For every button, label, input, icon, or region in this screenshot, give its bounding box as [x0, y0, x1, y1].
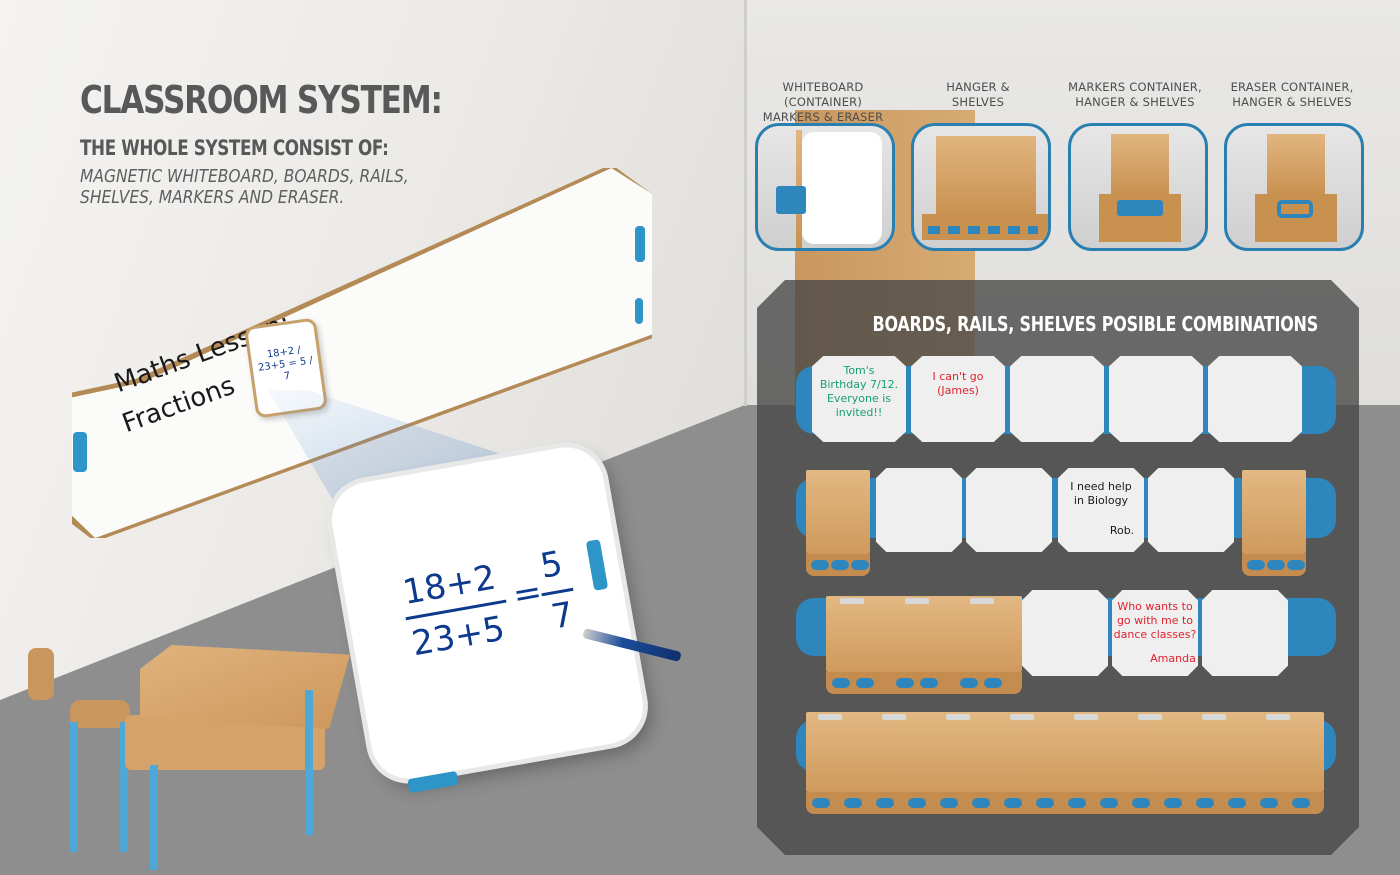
shelf-clip — [1202, 714, 1226, 720]
page-title: CLASSROOM SYSTEM: — [80, 78, 443, 122]
board — [966, 468, 1052, 552]
combinations-title: BOARDS, RAILS, SHELVES POSIBLE COMBINATI… — [872, 312, 1319, 336]
board — [1202, 590, 1288, 676]
result-denominator: 7 — [548, 594, 577, 638]
component-label: HANGER & SHELVES — [946, 80, 1010, 109]
thumb-hanger-shelves — [911, 123, 1051, 251]
shelf-slot — [1100, 798, 1118, 808]
board-clip-icon — [635, 226, 645, 262]
desk-leg — [305, 690, 313, 835]
shelf-slot — [1164, 798, 1182, 808]
mini-board-fraction: 18+2 / 23+5 = 5 / 7 — [257, 344, 314, 383]
shelf-slot — [812, 798, 830, 808]
component-label: MARKERS CONTAINER, HANGER & SHELVES — [1068, 80, 1202, 109]
shelf — [806, 470, 870, 554]
page-description: MAGNETIC WHITEBOARD, BOARDS, RAILS, SHEL… — [80, 166, 409, 208]
shelf-slot — [972, 798, 990, 808]
thumb-whiteboard-container — [755, 123, 895, 251]
handheld-whiteboard: 18+2 23+5 = 5 7 — [326, 441, 649, 785]
thumb-eraser-container — [1224, 123, 1364, 251]
board: I need help in Biology Rob. — [1058, 468, 1144, 552]
shelf-clip — [946, 714, 970, 720]
note-cant-go: I can't go (James) — [932, 370, 984, 397]
desk-top — [140, 645, 350, 729]
board: I can't go (James) — [911, 356, 1005, 442]
shelf-slot — [940, 798, 958, 808]
shelf-group — [806, 712, 1324, 792]
board — [876, 468, 962, 552]
shelf-slot — [1196, 798, 1214, 808]
shelf-slot — [908, 798, 926, 808]
chair-leg — [120, 722, 128, 852]
board — [1109, 356, 1203, 442]
thumb-markers-container — [1068, 123, 1208, 251]
shelf-slot — [1132, 798, 1150, 808]
board-clip-icon — [73, 432, 87, 472]
shelf-slot — [1036, 798, 1054, 808]
page-subtitle: THE WHOLE SYSTEM CONSIST OF: — [80, 136, 389, 160]
board-clip-icon — [635, 298, 643, 324]
note-biology-signature: Rob. — [1109, 524, 1135, 537]
shelf-slot — [844, 798, 862, 808]
board: Tom's Birthday 7/12. Everyone is invited… — [812, 356, 906, 442]
board — [1010, 356, 1104, 442]
result-numerator: 5 — [537, 543, 566, 587]
shelf-group — [826, 596, 1022, 672]
shelf-slot — [1004, 798, 1022, 808]
note-biology: I need help in Biology — [1070, 480, 1132, 507]
wall-corner — [744, 0, 747, 406]
note-birthday: Tom's Birthday 7/12. Everyone is invited… — [819, 364, 899, 419]
eraser-holder-icon — [1277, 200, 1313, 218]
component-label: WHITEBOARD (CONTAINER) MARKERS & ERASER — [762, 80, 884, 124]
shelf-slots — [928, 226, 1038, 234]
board — [1022, 590, 1108, 676]
shelf-clip — [1010, 714, 1034, 720]
note-dance-signature: Amanda — [1150, 652, 1196, 665]
shelf-clip — [1138, 714, 1162, 720]
component-label: ERASER CONTAINER, HANGER & SHELVES — [1230, 80, 1354, 109]
shelf-slot — [1068, 798, 1086, 808]
chair-leg — [70, 722, 78, 852]
shelf-clip — [882, 714, 906, 720]
note-dance-classes: Who wants to go with me to dance classes… — [1113, 600, 1197, 641]
shelf-clip — [1266, 714, 1290, 720]
marker-holder-icon — [1117, 200, 1163, 216]
board — [1148, 468, 1234, 552]
shelf-clip — [818, 714, 842, 720]
shelf-slot — [1292, 798, 1310, 808]
board — [1208, 356, 1302, 442]
shelf-slot — [876, 798, 894, 808]
fraction-equals: = — [510, 571, 546, 616]
shelf-slot — [1260, 798, 1278, 808]
board: Who wants to go with me to dance classes… — [1112, 590, 1198, 676]
chair-back — [28, 648, 54, 700]
shelf — [1242, 470, 1306, 554]
shelf-slot — [1228, 798, 1246, 808]
shelf-base — [806, 792, 1324, 814]
shelf-clip — [1074, 714, 1098, 720]
desk-leg — [150, 765, 158, 870]
marker-tray-icon — [776, 186, 806, 214]
